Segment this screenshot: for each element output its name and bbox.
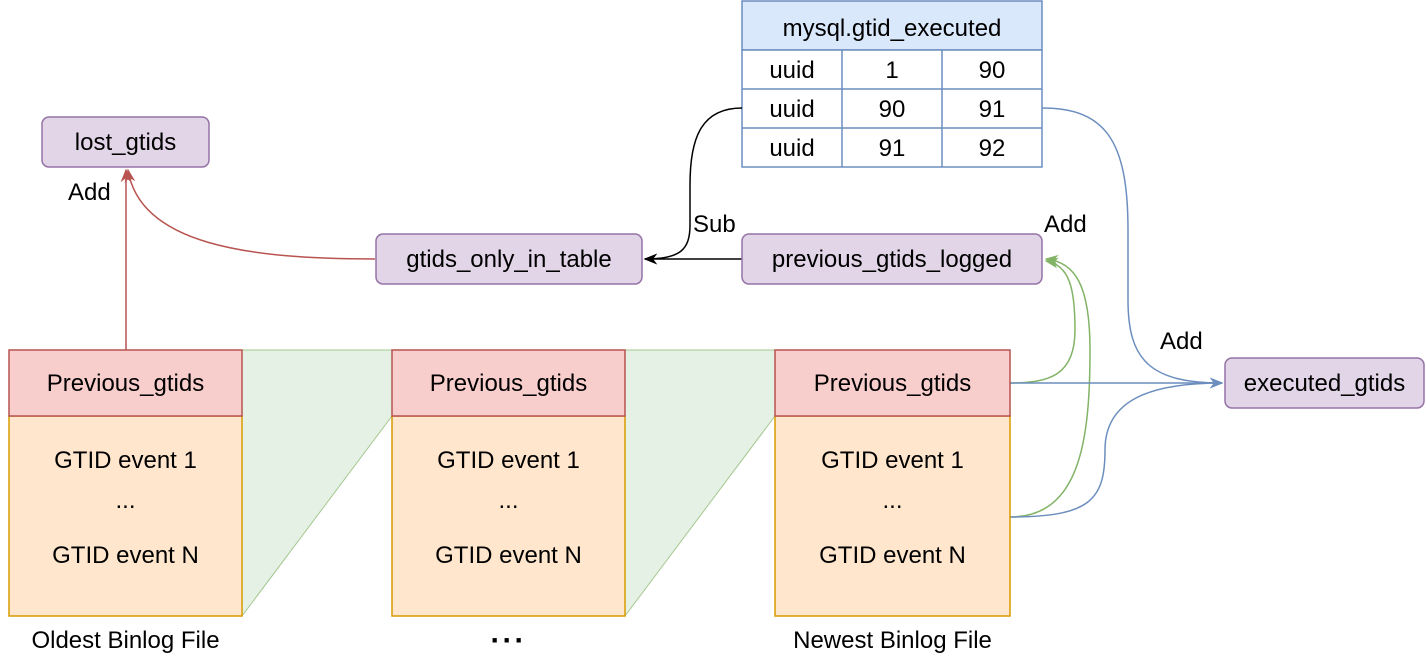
binlog-continuation-band-2 <box>625 350 775 616</box>
previous-gtids-header-label: Previous_gtids <box>47 370 204 397</box>
gtid-event-first: GTID event 1 <box>821 447 964 474</box>
table-to-executed-edge <box>1041 107 1224 389</box>
binlog-events-body <box>391 415 626 617</box>
add-executed-label: Add <box>1160 328 1203 355</box>
table-title: mysql.gtid_executed <box>783 15 1002 42</box>
table-cell: 92 <box>979 135 1006 162</box>
table-cell: 90 <box>879 96 906 123</box>
binlog-file-newest: Previous_gtids GTID event 1 ... GTID eve… <box>774 349 1011 654</box>
binlog-continuation-band-1 <box>242 350 392 616</box>
table-cell: uuid <box>769 96 814 123</box>
binlog-events-body <box>774 415 1011 617</box>
newest-events-to-executed-edge <box>1009 377 1224 518</box>
gtid-event-ellipsis: ... <box>115 487 135 514</box>
table-cell: 91 <box>879 135 906 162</box>
gtid-executed-table: mysql.gtid_executed uuid 1 90 uuid 90 91… <box>741 0 1043 168</box>
table-cell: 1 <box>885 57 898 84</box>
newest-events-to-previous-edge <box>1009 254 1091 518</box>
binlog-caption: Oldest Binlog File <box>31 627 219 654</box>
gtid-event-first: GTID event 1 <box>437 447 580 474</box>
gtid-event-first: GTID event 1 <box>54 447 197 474</box>
executed-gtids-node: executed_gtids <box>1224 357 1425 409</box>
add-lost-label: Add <box>68 179 111 206</box>
table-cell: 90 <box>979 57 1006 84</box>
previous-gtids-logged-node: previous_gtids_logged <box>741 233 1043 285</box>
gtid-event-last: GTID event N <box>819 542 966 569</box>
lost-gtids-label: lost_gtids <box>75 129 176 156</box>
table-cell: uuid <box>769 135 814 162</box>
binlog-caption: Newest Binlog File <box>793 627 992 654</box>
binlog-caption-ellipsis: ··· <box>491 624 527 657</box>
previous-gtids-header <box>391 349 626 417</box>
table-cell: 91 <box>979 96 1006 123</box>
table-cell: uuid <box>769 57 814 84</box>
gtid-event-last: GTID event N <box>435 542 582 569</box>
gtid-event-ellipsis: ... <box>498 487 518 514</box>
sub-label: Sub <box>693 211 736 238</box>
newest-header-to-previous-edge <box>1009 257 1076 384</box>
gtids-only-in-table-node: gtids_only_in_table <box>375 233 643 285</box>
gtids-only-in-table-label: gtids_only_in_table <box>406 246 612 273</box>
only-to-lost-edge <box>124 168 376 260</box>
executed-gtids-label: executed_gtids <box>1244 370 1405 397</box>
binlog-file-oldest: Previous_gtids GTID event 1 ... GTID eve… <box>8 349 243 654</box>
previous-gtids-header <box>774 349 1011 417</box>
binlog-events-body <box>8 415 243 617</box>
previous-gtids-logged-label: previous_gtids_logged <box>772 246 1012 273</box>
binlog-file-middle: Previous_gtids GTID event 1 ... GTID eve… <box>391 349 626 657</box>
gtid-event-last: GTID event N <box>52 542 199 569</box>
sub-edge <box>643 107 743 265</box>
previous-gtids-header <box>8 349 243 417</box>
lost-gtids-node: lost_gtids <box>41 116 210 168</box>
gtid-event-ellipsis: ... <box>882 487 902 514</box>
add-previous-label: Add <box>1044 211 1087 238</box>
previous-gtids-header-label: Previous_gtids <box>814 370 971 397</box>
previous-gtids-header-label: Previous_gtids <box>430 370 587 397</box>
table-header-cell <box>741 0 1043 51</box>
